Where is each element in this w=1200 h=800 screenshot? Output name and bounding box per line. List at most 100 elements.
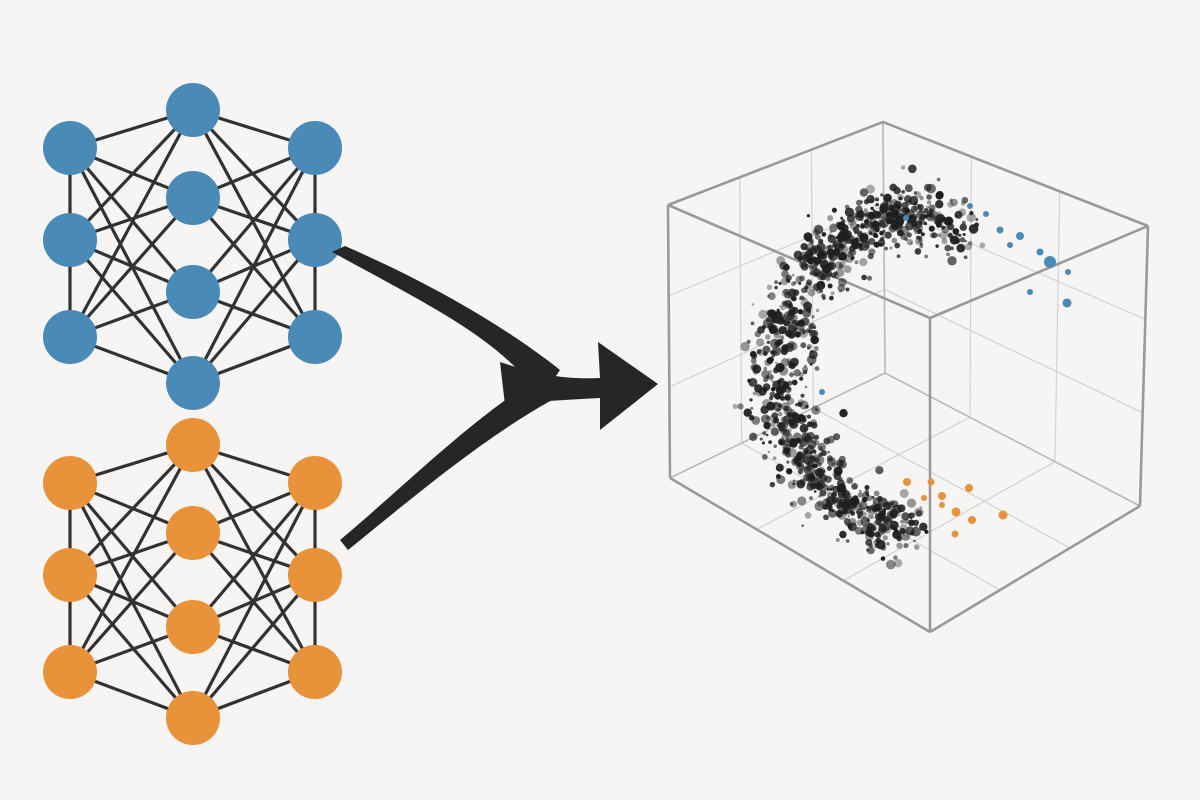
cloud-point xyxy=(814,233,821,240)
cloud-point xyxy=(838,261,846,268)
cloud-point xyxy=(875,537,882,544)
cloud-point xyxy=(908,195,919,206)
cloud-point xyxy=(912,519,920,526)
cloud-point xyxy=(798,281,802,285)
cloud-point xyxy=(919,209,923,213)
cloud-point xyxy=(842,488,846,493)
cloud-point xyxy=(863,208,868,213)
blue-node-l2-1 xyxy=(288,213,342,267)
box-edge xyxy=(929,224,1149,320)
cloud-point-blue xyxy=(1007,242,1013,248)
cloud-point xyxy=(870,206,874,211)
cloud-point xyxy=(910,531,915,536)
cloud-point xyxy=(892,218,898,224)
cloud-point xyxy=(923,208,929,214)
cloud-point-orange xyxy=(968,516,976,524)
cloud-point xyxy=(769,391,776,398)
cloud-point xyxy=(912,213,918,220)
cloud-point xyxy=(855,212,864,221)
cloud-point xyxy=(891,237,898,244)
cloud-point xyxy=(871,495,875,499)
cloud-point xyxy=(874,543,880,549)
cloud-point xyxy=(779,305,782,308)
neural-network-orange xyxy=(43,418,342,745)
blue-edge xyxy=(191,146,317,385)
box-edge xyxy=(1138,225,1150,507)
cloud-point xyxy=(894,242,901,249)
orange-node-l2-1 xyxy=(288,548,342,602)
cloud-point xyxy=(802,308,812,318)
cloud-point xyxy=(880,544,887,551)
cloud-point xyxy=(849,249,857,256)
cloud-point xyxy=(816,466,826,476)
cloud-point xyxy=(814,501,825,511)
cloud-point xyxy=(888,518,893,524)
cloud-point xyxy=(822,470,826,473)
cloud-point xyxy=(831,462,837,468)
cloud-point xyxy=(850,257,854,261)
cloud-point xyxy=(877,506,884,513)
cloud-point xyxy=(875,203,879,207)
cloud-point xyxy=(846,477,854,484)
grid-line xyxy=(756,416,971,530)
cloud-point xyxy=(781,270,789,278)
cloud-point xyxy=(891,209,898,215)
cloud-point xyxy=(800,342,807,349)
cloud-point xyxy=(764,359,772,367)
cloud-point xyxy=(799,457,806,464)
cloud-point xyxy=(908,519,915,527)
cloud-point xyxy=(851,241,860,250)
cloud-point xyxy=(818,238,824,245)
cloud-point xyxy=(919,522,928,532)
cloud-point xyxy=(886,559,896,570)
cloud-point xyxy=(917,209,925,217)
cloud-point xyxy=(780,395,785,401)
cloud-point xyxy=(941,238,948,245)
cloud-point xyxy=(797,414,807,425)
grid-line xyxy=(884,288,1143,414)
box-edge xyxy=(669,476,931,634)
blue-edge xyxy=(68,238,195,385)
cloud-point xyxy=(913,544,920,550)
cloud-point xyxy=(845,253,854,263)
cloud-point xyxy=(818,482,822,487)
cloud-point xyxy=(860,200,864,204)
cloud-point xyxy=(802,369,808,375)
cloud-point xyxy=(901,189,906,194)
cloud-point xyxy=(836,233,846,243)
cloud-point xyxy=(886,218,893,225)
cloud-point xyxy=(869,198,875,204)
cloud-point xyxy=(873,241,880,248)
cloud-point xyxy=(781,300,788,307)
cloud-point xyxy=(783,447,790,455)
cloud-point xyxy=(805,289,808,293)
cloud-point xyxy=(779,364,785,370)
cloud-point xyxy=(874,203,878,207)
box-edge-back xyxy=(884,372,1141,507)
cloud-point xyxy=(868,543,874,548)
cloud-point xyxy=(829,223,838,233)
cloud-point xyxy=(808,323,814,330)
cloud-point xyxy=(868,237,876,245)
cloud-point xyxy=(783,405,789,412)
cloud-point xyxy=(839,530,847,539)
cloud-point xyxy=(920,232,925,237)
cloud-point xyxy=(827,450,831,454)
cloud-point xyxy=(936,211,942,217)
cloud-point xyxy=(869,525,876,532)
cloud-point xyxy=(833,433,841,441)
cloud-point xyxy=(915,210,926,220)
cloud-point xyxy=(776,408,781,412)
cloud-point xyxy=(782,348,785,351)
cloud-point xyxy=(761,414,771,424)
cloud-point xyxy=(832,242,838,248)
cloud-point xyxy=(751,362,759,371)
cloud-point xyxy=(961,196,969,204)
cloud-point xyxy=(763,366,768,371)
cloud-point xyxy=(914,524,918,529)
cloud-point xyxy=(799,295,804,300)
plot-3d-box xyxy=(666,120,1150,634)
cloud-point xyxy=(839,484,845,489)
cloud-point xyxy=(904,237,908,241)
cloud-point xyxy=(750,321,755,326)
